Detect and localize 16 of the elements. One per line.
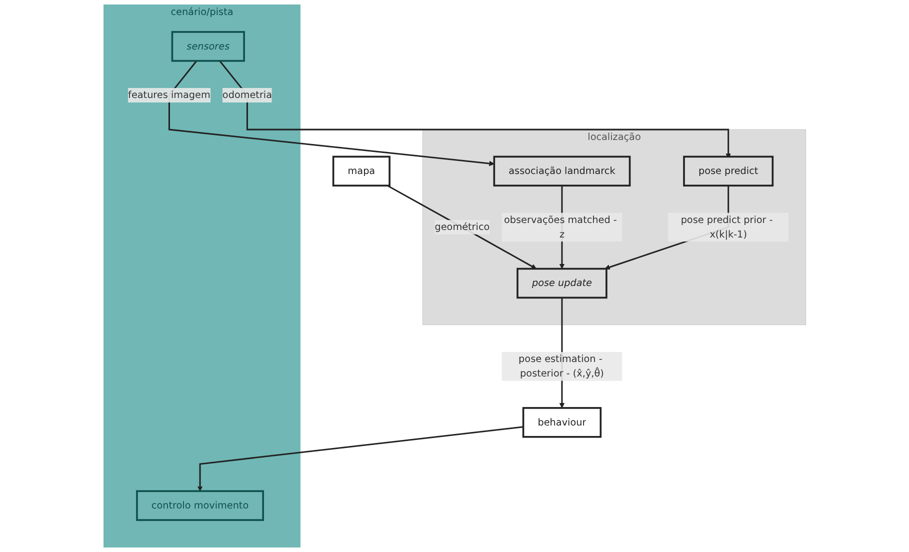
node-box: pose update xyxy=(516,268,608,299)
edge-label: pose estimation - posterior - (x̂,ŷ,θ̂) xyxy=(518,353,604,380)
node-box: mapa xyxy=(332,156,390,186)
node-box: behaviour xyxy=(522,407,602,438)
arrow xyxy=(197,426,524,492)
node-box: pose predict xyxy=(682,156,774,186)
node-box: controlo movimento xyxy=(136,490,264,521)
arrow xyxy=(168,60,494,166)
arrow xyxy=(386,184,536,269)
edge-label: observações matched - z xyxy=(504,214,617,240)
edge-label: geométrico xyxy=(434,221,490,233)
node-box: associação landmarck xyxy=(492,156,630,186)
edge-label: features imagem xyxy=(128,89,210,101)
edge-label: pose predict prior - x(k|k-1) xyxy=(680,214,772,240)
node-box: sensores xyxy=(171,31,245,62)
edge-label: odometria xyxy=(222,89,272,101)
